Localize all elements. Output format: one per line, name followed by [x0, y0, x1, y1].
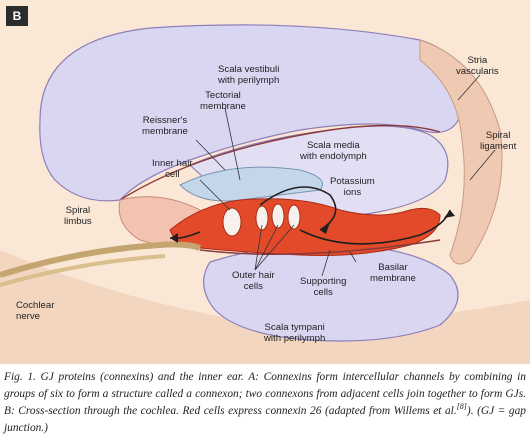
leader-line — [349, 251, 357, 263]
panel-letter: B — [6, 6, 28, 26]
potassium-flow-arrow — [299, 209, 451, 245]
leader-line — [321, 249, 331, 277]
cochlea-diagram — [0, 24, 530, 364]
leader-line — [195, 139, 226, 171]
leader-line — [254, 224, 295, 271]
basilar-membrane-line — [199, 239, 441, 256]
outer-hair-cell-shape — [255, 205, 269, 231]
leader-line — [469, 149, 496, 181]
caption-text: Fig. 1. GJ proteins (connexins) and the … — [4, 371, 526, 417]
cochlear-nerve-bundle — [0, 254, 166, 287]
leader-line — [457, 74, 481, 101]
caption-reference: [8] — [456, 402, 467, 412]
outer-hair-cell-shape — [287, 204, 301, 230]
cochlear-nerve-bundle — [0, 241, 201, 278]
caption-tail: ). (GJ = gap junction.) — [4, 405, 526, 434]
potassium-flow-arrow — [259, 186, 337, 231]
reissners-membrane-line — [119, 124, 441, 201]
outer-hair-cell-shape — [271, 203, 285, 229]
leader-line — [199, 179, 231, 211]
inner-hair-cell-shape — [222, 207, 242, 237]
scala-vestibuli-chamber — [39, 24, 464, 202]
arrowhead — [170, 233, 178, 243]
leader-line — [224, 107, 241, 181]
figure-caption: Fig. 1. GJ proteins (connexins) and the … — [4, 369, 526, 437]
arrowhead — [320, 222, 330, 234]
arrowhead — [444, 210, 455, 218]
spiral-ligament-tissue — [419, 39, 503, 265]
